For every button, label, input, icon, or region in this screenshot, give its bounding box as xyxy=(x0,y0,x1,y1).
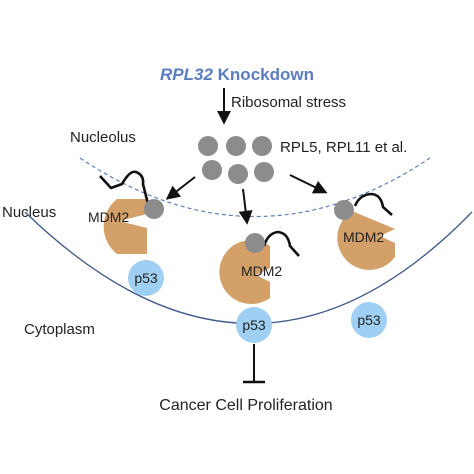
ribosomal-protein xyxy=(228,164,248,184)
title-rest: Knockdown xyxy=(213,65,314,84)
mdm2-label: MDM2 xyxy=(343,229,384,245)
title: RPL32 Knockdown xyxy=(160,65,314,84)
arrow-to-right-mdm2 xyxy=(289,174,328,194)
p53-label: p53 xyxy=(134,270,158,286)
title-gene: RPL32 xyxy=(160,65,213,84)
arrow-to-left-mdm2 xyxy=(165,176,196,200)
mdm2-complex-center: MDM2 xyxy=(219,230,300,304)
ribosomal-protein xyxy=(334,200,354,220)
mdm2-label: MDM2 xyxy=(241,263,282,279)
ribosomal-protein xyxy=(252,136,272,156)
stress-label: Ribosomal stress xyxy=(231,94,346,111)
ribosomal-protein xyxy=(226,136,246,156)
p53-right: p53 xyxy=(351,302,387,338)
p53-label: p53 xyxy=(242,317,266,333)
nucleolus-label: Nucleolus xyxy=(70,129,136,146)
ribosomal-protein-cluster xyxy=(198,136,274,184)
ribosomal-protein xyxy=(202,160,222,180)
ribosomal-protein xyxy=(245,233,265,253)
nucleus-label: Nucleus xyxy=(2,204,56,221)
proteins-label: RPL5, RPL11 et al. xyxy=(280,139,407,156)
ribosomal-protein xyxy=(254,162,274,182)
p53-left: p53 xyxy=(128,260,164,296)
outcome-label: Cancer Cell Proliferation xyxy=(159,397,332,414)
p53-label: p53 xyxy=(357,312,381,328)
ribosomal-protein xyxy=(198,136,218,156)
p53-center: p53 xyxy=(236,307,272,343)
mdm2-label: MDM2 xyxy=(88,209,129,225)
mdm2-complex-right: MDM2 xyxy=(334,192,395,270)
ribosomal-protein xyxy=(144,199,164,219)
arrow-to-center-mdm2 xyxy=(238,188,253,225)
mdm2-complex-left: MDM2 xyxy=(88,170,164,254)
cytoplasm-label: Cytoplasm xyxy=(24,321,95,338)
